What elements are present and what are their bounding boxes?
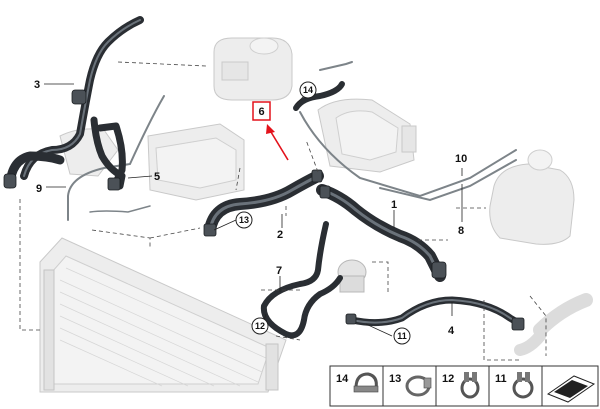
expansion-tank xyxy=(213,37,293,101)
callout-leaders xyxy=(44,83,463,337)
spring-clamp-icon xyxy=(460,372,480,399)
callout-13: 13 xyxy=(239,215,249,225)
callout-11: 11 xyxy=(397,331,407,341)
band-clamp-icon xyxy=(405,375,432,397)
callout-13-circle: 13 xyxy=(235,211,253,229)
metal-pipes xyxy=(67,61,517,221)
legend-label-11: 11 xyxy=(495,373,507,385)
callout-8: 8 xyxy=(458,225,464,237)
callout-4: 4 xyxy=(448,325,455,337)
arrow-head-icon xyxy=(266,124,275,134)
red-pointer-arrow xyxy=(270,131,289,161)
callout-2: 2 xyxy=(277,229,283,241)
callout-12: 12 xyxy=(255,321,265,331)
dashed-connection-lines xyxy=(19,61,547,361)
callout-3: 3 xyxy=(34,79,40,91)
hose-5 xyxy=(96,122,126,190)
lower-ghost-pipe xyxy=(514,293,593,356)
legend-item-12: 12 xyxy=(442,372,480,399)
callout-12-circle: 12 xyxy=(251,317,269,335)
hose-clip-icon xyxy=(353,372,379,393)
legend-label-13: 13 xyxy=(389,373,401,385)
callout-9: 9 xyxy=(36,183,42,195)
hose-4 xyxy=(348,296,524,328)
hose-7-12 xyxy=(260,221,343,339)
callout-6: 6 xyxy=(258,106,264,118)
hose-14-small xyxy=(293,81,345,111)
arrow-sheet-icon xyxy=(546,375,596,403)
spring-clamp-icon xyxy=(512,372,534,399)
parts-legend: 14 13 12 11 xyxy=(329,365,599,407)
legend-item-14: 14 xyxy=(336,372,379,393)
callout-11-circle: 11 xyxy=(393,327,411,345)
legend-label-14: 14 xyxy=(336,373,349,385)
callout-5: 5 xyxy=(154,171,160,183)
coolant-reservoir xyxy=(489,149,575,245)
legend-item-11: 11 xyxy=(495,372,534,399)
radiator xyxy=(39,237,287,393)
hose-1 xyxy=(316,184,446,282)
callout-1: 1 xyxy=(391,199,397,211)
legend-item-13: 13 xyxy=(389,373,432,397)
auxiliary-pump xyxy=(337,259,367,293)
callout-7: 7 xyxy=(276,265,282,277)
water-pump-housing xyxy=(59,123,245,201)
highlighted-callout-6: 6 xyxy=(252,101,289,161)
thermostat-housing xyxy=(317,98,417,173)
hose-clamps xyxy=(3,89,525,331)
callout-14-circle: 14 xyxy=(299,81,317,99)
legend-label-12: 12 xyxy=(442,373,454,385)
callout-14: 14 xyxy=(303,85,313,95)
hose-2 xyxy=(204,170,324,236)
callout-10: 10 xyxy=(455,153,467,165)
